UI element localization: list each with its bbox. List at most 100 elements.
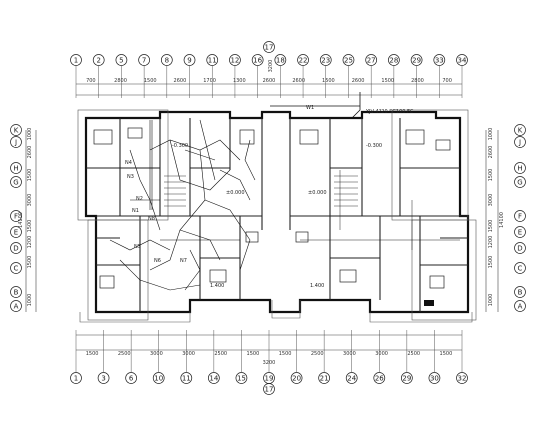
svg-text:26: 26 [375, 374, 384, 382]
right-axis-bubble: H [514, 162, 526, 174]
left-dimension: 2600 [27, 146, 33, 159]
svg-text:34: 34 [458, 56, 467, 64]
bottom-axis-bubble: 3 [97, 372, 110, 384]
top-dimension: 2800 [411, 78, 424, 84]
bottom-axis-bubble: 29 [401, 372, 413, 384]
top-axis-bubble: 25 [342, 54, 355, 66]
top-axis-bubble: 5 [115, 54, 128, 66]
bottom-axis-bubble: 10 [152, 372, 165, 384]
left-axis-bubble: H [10, 162, 22, 174]
svg-text:14: 14 [209, 374, 218, 382]
bottom-dimension: 3000 [182, 351, 195, 357]
left-dimension: 1500 [27, 220, 33, 233]
right-dimension: 1500 [488, 256, 494, 269]
bottom-dimension: 3000 [150, 351, 163, 357]
top-axis-bubble: 1 [70, 54, 82, 66]
right-dimension: 3000 [488, 194, 494, 207]
svg-text:33: 33 [435, 56, 444, 64]
left-axis-bubble: J [10, 136, 22, 148]
left-dimension: 1000 [27, 294, 33, 307]
svg-text:A: A [14, 302, 19, 310]
top-axis-bubble: 11 [206, 54, 219, 66]
svg-text:D: D [13, 244, 18, 252]
bottom-axis-bubble: 6 [125, 372, 137, 384]
top-dimension: 1300 [233, 78, 246, 84]
svg-text:29: 29 [412, 56, 421, 64]
left-axis-bubble: G [10, 176, 22, 188]
svg-text:E: E [518, 228, 522, 236]
svg-text:F: F [14, 212, 18, 220]
elevation-label-1: -0.300 [172, 143, 188, 149]
left-axis-bubble: D [10, 242, 22, 254]
top-axis-bubble: 7 [138, 54, 150, 66]
bottom-axis-bubble: 24 [345, 372, 358, 384]
circuit-n7: N7 [180, 258, 187, 264]
bottom-axis-bubble: 21 [318, 372, 330, 384]
svg-text:10: 10 [154, 374, 163, 382]
bottom-center-dimension: 3200 [263, 360, 276, 366]
right-axis-bubble: F [514, 210, 526, 222]
circuit-n1: N1 [132, 208, 139, 214]
top-axis-bubble: 18 [274, 54, 287, 66]
top-axis-bubble: 33 [433, 54, 446, 66]
right-axis-bubble: K [514, 124, 526, 136]
bottom-dimension: 1500 [247, 351, 260, 357]
bottom-dimension: 2500 [311, 351, 324, 357]
top-center-axis-bubble: 17 [263, 41, 275, 53]
left-dimension: 1500 [27, 256, 33, 269]
bottom-dimension: 2500 [407, 351, 420, 357]
bottom-axis-bubble: 15 [235, 372, 248, 384]
top-dimension: 2600 [292, 78, 305, 84]
right-axis-bubble: D [514, 242, 526, 254]
top-axis-bubble: 12 [229, 54, 241, 66]
top-axis-bubble: 27 [365, 54, 378, 66]
svg-text:H: H [13, 164, 18, 172]
svg-text:9: 9 [187, 56, 191, 64]
svg-text:D: D [517, 244, 522, 252]
top-dimension: 1700 [203, 78, 216, 84]
right-dimension: 1000 [488, 128, 494, 141]
bottom-axis-bubble: 11 [180, 372, 193, 384]
left-dimension: 1000 [27, 128, 33, 141]
svg-text:22: 22 [299, 56, 308, 64]
bottom-dimension: 3000 [343, 351, 356, 357]
svg-text:12: 12 [230, 56, 239, 64]
svg-text:11: 11 [182, 374, 191, 382]
svg-text:25: 25 [344, 56, 353, 64]
svg-text:E: E [14, 228, 18, 236]
bottom-dimension: 1500 [279, 351, 292, 357]
bottom-axis-bubble: 14 [208, 372, 220, 384]
svg-text:29: 29 [402, 374, 411, 382]
svg-text:20: 20 [292, 374, 301, 382]
svg-text:C: C [14, 264, 19, 272]
bottom-axis-bubble: 19 [263, 372, 275, 384]
bottom-dimension: 1500 [86, 351, 99, 357]
svg-text:1: 1 [74, 56, 78, 64]
right-axis-bubble: A [514, 300, 526, 312]
svg-text:8: 8 [165, 56, 169, 64]
right-axis-bubble: E [514, 226, 526, 238]
circuit-n5: N5 [134, 244, 141, 250]
elevation-label-6: 1.400 [310, 283, 324, 289]
svg-text:7: 7 [142, 56, 146, 64]
bottom-axis-bubble: 26 [373, 372, 386, 384]
circuit-n4: N4 [125, 160, 132, 166]
top-axis-bubble: 34 [456, 54, 468, 66]
elevation-label-2: -0.300 [366, 143, 382, 149]
svg-text:21: 21 [320, 374, 329, 382]
elevation-label-4: ±0.000 [308, 190, 327, 196]
left-axis-bubble: C [10, 262, 22, 274]
top-dimension: 1500 [144, 78, 157, 84]
top-axis-bubble: 9 [183, 54, 196, 66]
circuit-n6: N6 [154, 258, 161, 264]
top-dimension: 700 [86, 78, 96, 84]
right-dimension: 1500 [488, 220, 494, 233]
bottom-axis-bubble: 1 [70, 372, 82, 384]
right-dimension: 2600 [488, 146, 494, 159]
svg-text:3: 3 [101, 374, 105, 382]
left-dimension: 1500 [27, 169, 33, 182]
svg-text:2: 2 [96, 56, 100, 64]
bottom-dimension: 3000 [375, 351, 388, 357]
bottom-axis-bubble: 30 [428, 372, 441, 384]
svg-text:K: K [518, 126, 523, 134]
